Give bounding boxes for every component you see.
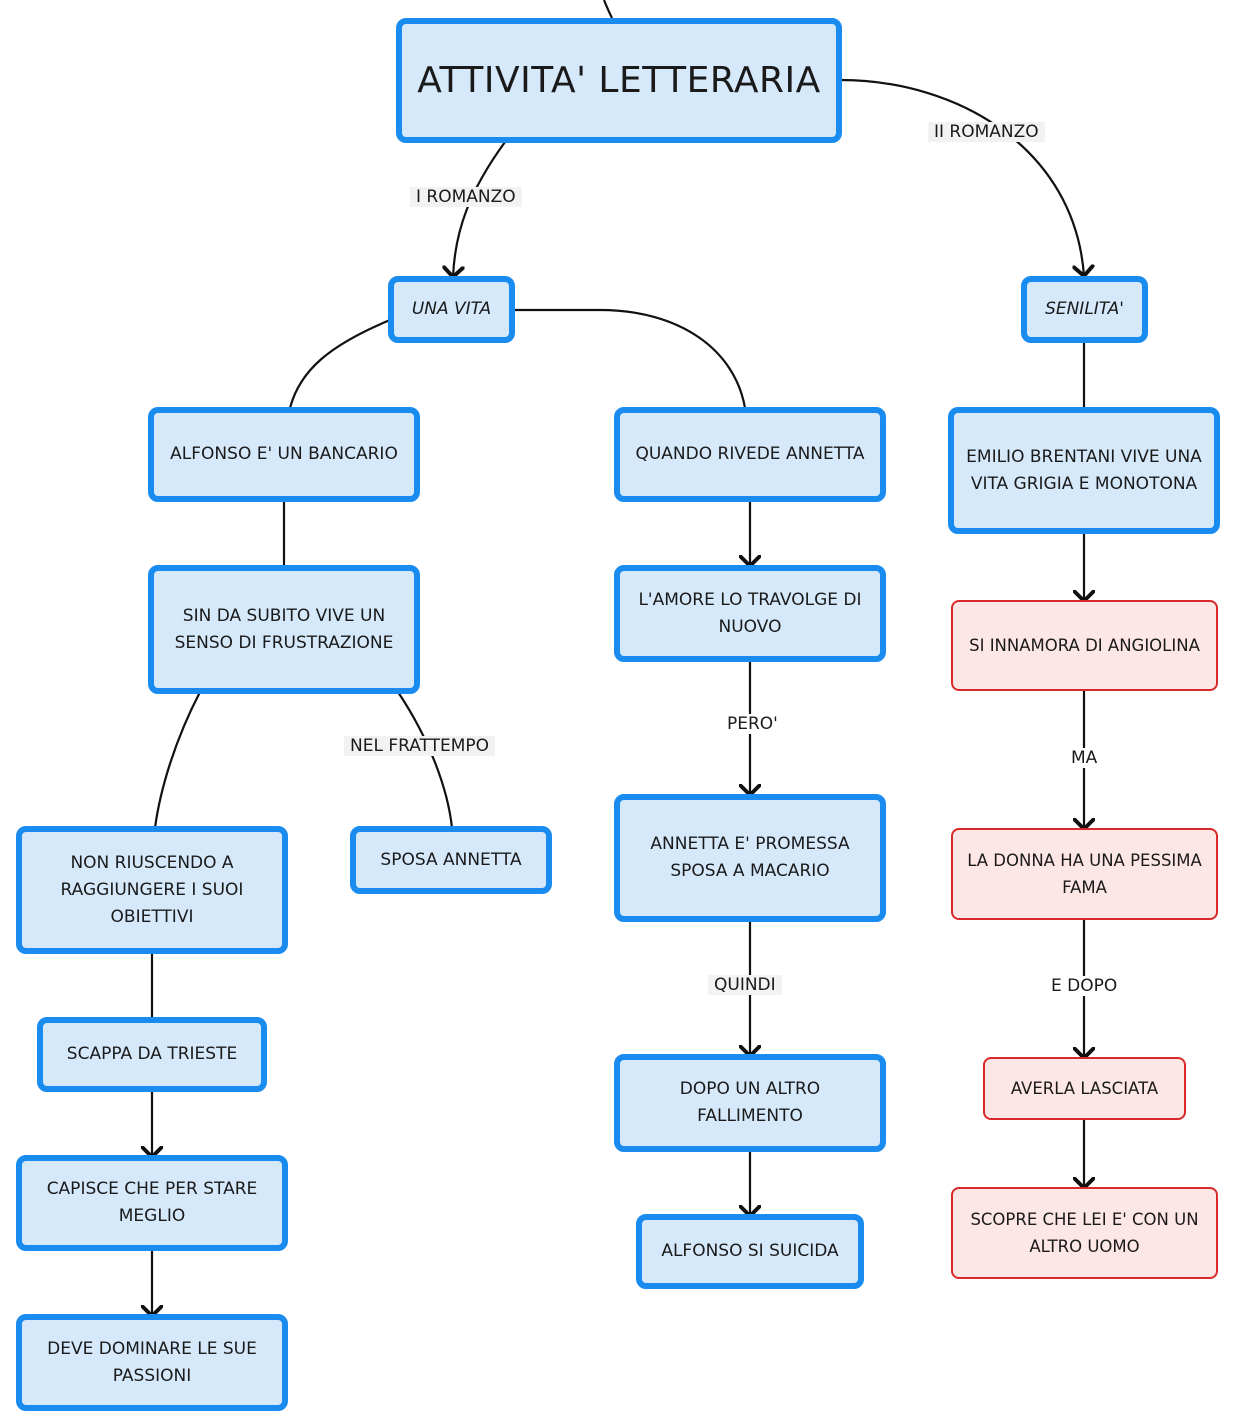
node-label: ANNETTA E' PROMESSA SPOSA A MACARIO (650, 834, 850, 881)
node-attivita-letteraria[interactable]: ATTIVITA' LETTERARIA (396, 18, 842, 143)
node-label: EMILIO BRENTANI VIVE UNA VITA GRIGIA E M… (966, 446, 1202, 494)
node-donna-fama[interactable]: LA DONNA HA UNA PESSIMA FAMA (951, 828, 1218, 920)
node-capisce[interactable]: CAPISCE CHE PER STARE MEGLIO (16, 1155, 288, 1251)
edge-label-ma: MA (1065, 748, 1104, 768)
node-non-riuscendo[interactable]: NON RIUSCENDO A RAGGIUNGERE I SUOI OBIET… (16, 826, 288, 954)
node-label: AVERLA LASCIATA (1010, 1079, 1159, 1098)
node-label: NON RIUSCENDO A RAGGIUNGERE I SUOI OBIET… (60, 852, 244, 927)
edge-title-una-vita (453, 141, 506, 277)
edge-una-vita-alfonso (288, 318, 391, 409)
node-label: SENILITA' (1045, 299, 1124, 319)
node-scopre[interactable]: SCOPRE CHE LEI E' CON UN ALTRO UOMO (951, 1187, 1218, 1279)
node-deve-dominare[interactable]: DEVE DOMINARE LE SUE PASSIONI (16, 1314, 288, 1411)
edge-title-senilita (839, 78, 1084, 276)
node-label: ALFONSO E' UN BANCARIO (170, 444, 398, 464)
node-label: DOPO UN ALTRO FALLIMENTO (679, 1079, 821, 1126)
node-label: L'AMORE LO TRAVOLGE DI NUOVO (638, 589, 862, 637)
node-quando-rivede[interactable]: QUANDO RIVEDE ANNETTA (614, 407, 886, 502)
node-label: QUANDO RIVEDE ANNETTA (635, 444, 865, 464)
edge-una-vita-quando (514, 308, 747, 409)
node-label: SCOPRE CHE LEI E' CON UN ALTRO UOMO (970, 1210, 1199, 1256)
node-emilio-brentani[interactable]: EMILIO BRENTANI VIVE UNA VITA GRIGIA E M… (948, 407, 1220, 534)
node-label: SCAPPA DA TRIESTE (66, 1044, 238, 1064)
edge-label-quindi: QUINDI (708, 975, 782, 995)
node-una-vita[interactable]: UNA VITA (388, 276, 515, 343)
node-label: SIN DA SUBITO VIVE UN SENSO DI FRUSTRAZI… (174, 605, 394, 653)
node-senilita[interactable]: SENILITA' (1021, 276, 1148, 343)
edge-label-ii-romanzo: II ROMANZO (928, 122, 1045, 142)
node-alfonso-suicida[interactable]: ALFONSO SI SUICIDA (636, 1214, 864, 1289)
node-label: SPOSA ANNETTA (380, 849, 522, 870)
edge-label-pero: PERO' (721, 714, 784, 734)
node-sin-da-subito[interactable]: SIN DA SUBITO VIVE UN SENSO DI FRUSTRAZI… (148, 565, 420, 694)
node-sposa-annetta[interactable]: SPOSA ANNETTA (350, 826, 552, 894)
node-scappa-trieste[interactable]: SCAPPA DA TRIESTE (37, 1017, 267, 1092)
edge-label-i-romanzo: I ROMANZO (410, 187, 522, 207)
node-amore-travolge[interactable]: L'AMORE LO TRAVOLGE DI NUOVO (614, 565, 886, 662)
node-label: ATTIVITA' LETTERARIA (417, 60, 821, 101)
edge-sin-sposa (397, 691, 454, 829)
edge-sin-non-riuscendo (153, 691, 201, 829)
edge-top-stub (602, 0, 613, 19)
node-innamora-angiolina[interactable]: SI INNAMORA DI ANGIOLINA (951, 600, 1218, 691)
node-alfonso-bancario[interactable]: ALFONSO E' UN BANCARIO (148, 407, 420, 502)
node-label: SI INNAMORA DI ANGIOLINA (969, 636, 1200, 655)
node-annetta-promessa[interactable]: ANNETTA E' PROMESSA SPOSA A MACARIO (614, 794, 886, 922)
node-label: ALFONSO SI SUICIDA (661, 1241, 839, 1261)
node-label: CAPISCE CHE PER STARE MEGLIO (46, 1179, 258, 1226)
node-dopo-fallimento[interactable]: DOPO UN ALTRO FALLIMENTO (614, 1054, 886, 1152)
node-label: DEVE DOMINARE LE SUE PASSIONI (47, 1338, 257, 1386)
edge-label-nel-frattempo: NEL FRATTEMPO (344, 736, 496, 756)
edge-label-e-dopo: E DOPO (1045, 976, 1124, 996)
node-averla-lasciata[interactable]: AVERLA LASCIATA (983, 1057, 1186, 1120)
node-label: LA DONNA HA UNA PESSIMA FAMA (967, 851, 1202, 897)
node-label: UNA VITA (411, 299, 492, 319)
